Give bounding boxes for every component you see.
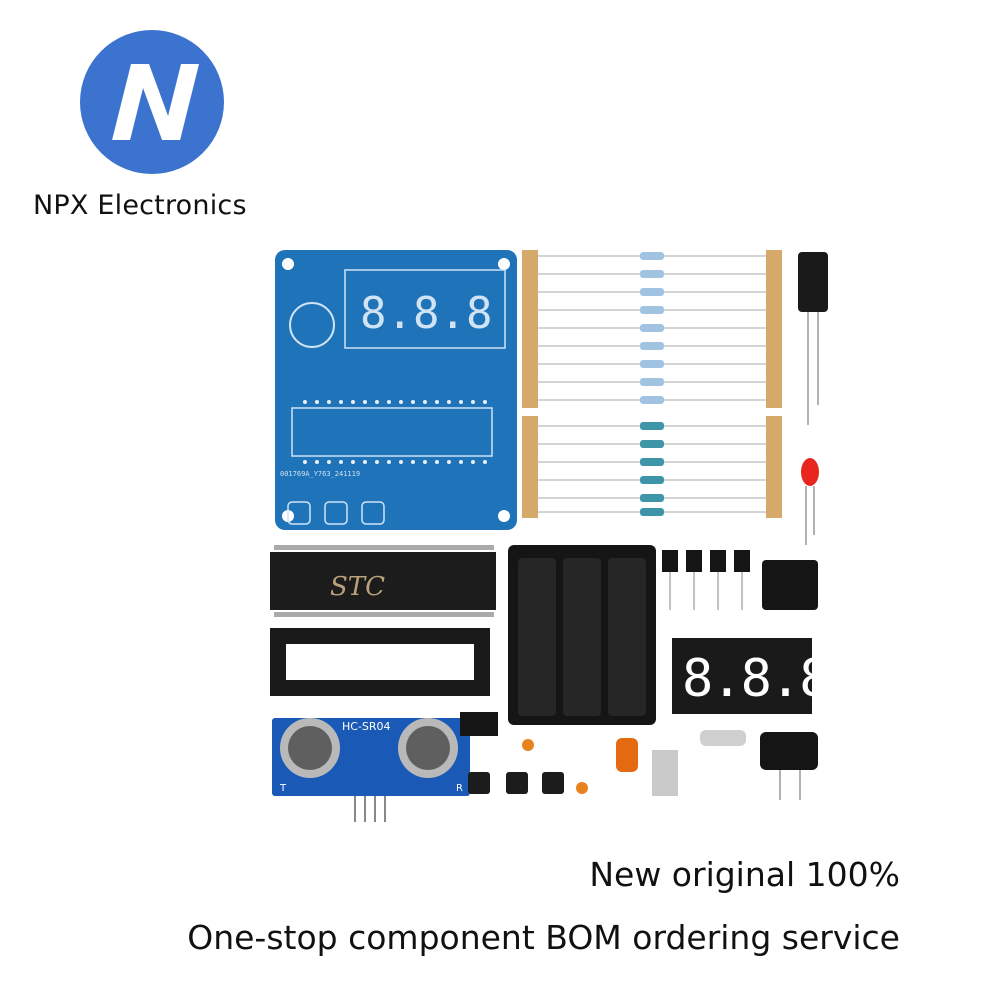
- pin-header: [460, 712, 498, 736]
- ceramic-capacitor-1: [522, 739, 534, 751]
- pcb-board: 8.8.8 001769A_Y763_241119: [275, 250, 517, 530]
- tagline-bom-service: One-stop component BOM ordering service: [187, 918, 900, 957]
- battery-holder: [508, 545, 656, 725]
- chip-brand: STC: [330, 572, 385, 602]
- stc-microcontroller: STC: [270, 545, 496, 617]
- dc-jack: [762, 560, 818, 610]
- transistors: [662, 550, 750, 572]
- sensor-right-mark: R: [456, 783, 463, 794]
- tact-switches: [468, 772, 564, 794]
- brand-name: NPX Electronics: [33, 190, 247, 221]
- npx-logo: [80, 30, 224, 174]
- tagline-new-original: New original 100%: [589, 855, 900, 894]
- resistor-tape: [522, 250, 782, 518]
- ultrasonic-sensor: HC-SR04 T R: [272, 718, 470, 822]
- seven-segment-display: 8.8.8.: [672, 638, 860, 714]
- pcb-digit-outline: 8.8.8: [360, 288, 492, 339]
- electrolytic-capacitor: [798, 252, 828, 425]
- display-digits: 8.8.8.: [682, 649, 858, 709]
- product-photo: 8.8.8 001769A_Y763_241119: [270, 250, 860, 822]
- board-marking: 001769A_Y763_241119: [280, 470, 360, 478]
- crystal-oscillator: [700, 730, 746, 746]
- push-switch: [652, 750, 678, 796]
- logo-n-mark: [112, 64, 200, 140]
- ceramic-capacitor-2: [576, 782, 588, 794]
- buzzer: [760, 732, 818, 800]
- sensor-model: HC-SR04: [342, 720, 391, 733]
- dip-socket: [270, 628, 490, 696]
- tantalum-capacitor: [616, 738, 638, 772]
- red-led: [801, 458, 819, 545]
- sensor-left-mark: T: [279, 783, 287, 794]
